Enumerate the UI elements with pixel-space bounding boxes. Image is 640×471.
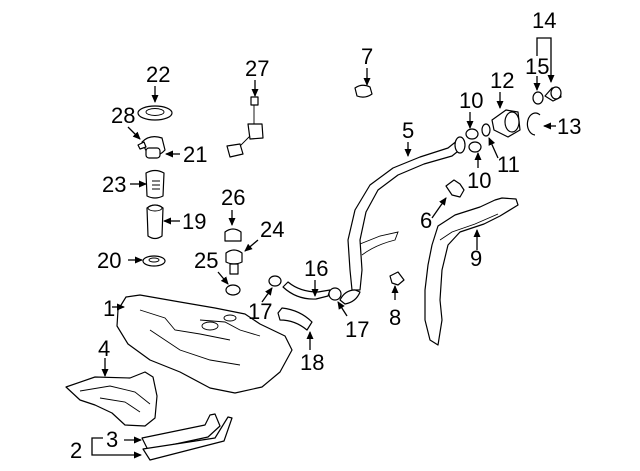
o-ring-part <box>481 123 491 137</box>
callout-7: 7 <box>361 44 373 69</box>
clip-part <box>354 84 373 98</box>
hose-clamp-lower-part <box>468 141 482 153</box>
hose-clamp-left-part <box>268 275 282 287</box>
fuel-tank-part <box>116 294 293 394</box>
callout-17-right: 17 <box>345 317 369 342</box>
callout-5: 5 <box>402 118 414 143</box>
callout-23: 23 <box>102 172 126 197</box>
callout-17-left: 17 <box>248 299 272 324</box>
callout-26: 26 <box>221 185 245 210</box>
callout-1: 1 <box>103 296 115 321</box>
fuel-level-sender-part <box>226 96 264 158</box>
callout-25: 25 <box>194 248 218 273</box>
clamp-part <box>389 271 405 286</box>
gasket-part <box>532 91 544 105</box>
callout-13: 13 <box>557 114 581 139</box>
callout-19: 19 <box>182 209 206 234</box>
callout-2: 2 <box>70 438 82 463</box>
heat-shield-part <box>65 371 158 427</box>
callout-14: 14 <box>532 8 556 33</box>
tank-strap-part <box>141 413 233 461</box>
callout-6: 6 <box>420 208 432 233</box>
callout-10-lower: 10 <box>467 168 491 193</box>
callout-28: 28 <box>111 103 135 128</box>
regulator-seal-part <box>225 284 241 296</box>
leader-lines <box>91 37 556 459</box>
gasket-ring-part <box>142 255 166 267</box>
callout-20: 20 <box>97 248 121 273</box>
fuel-pump-part <box>146 204 164 240</box>
filler-neck-part <box>491 109 521 138</box>
pump-bracket-part <box>137 136 166 159</box>
hose-clamp-right-part <box>328 287 342 301</box>
callout-11: 11 <box>497 152 520 177</box>
vent-hose-part <box>282 281 331 300</box>
callout-22: 22 <box>146 62 170 87</box>
hose-clamp-upper-part <box>465 128 479 140</box>
callout-12: 12 <box>490 68 514 93</box>
callout-21: 21 <box>183 142 207 167</box>
filler-pipe-shield-part <box>424 197 519 346</box>
fuel-cap-part <box>544 86 562 102</box>
callout-24: 24 <box>260 217 284 242</box>
callout-8: 8 <box>389 305 401 330</box>
pipe-bracket-part <box>445 179 465 198</box>
callout-10-upper: 10 <box>459 88 483 113</box>
callout-4: 4 <box>98 336 110 361</box>
callout-27: 27 <box>245 56 269 81</box>
callout-9: 9 <box>470 246 482 271</box>
callout-3: 3 <box>106 427 118 452</box>
retainer-plate-part <box>137 105 173 121</box>
callout-16: 16 <box>304 256 328 281</box>
filler-hose-part <box>277 307 313 331</box>
filler-pipe-part <box>339 136 466 305</box>
seal-ring-part <box>526 112 541 136</box>
pressure-regulator-part <box>225 249 243 275</box>
regulator-cap-part <box>224 228 242 242</box>
callout-15: 15 <box>525 54 549 79</box>
callout-18: 18 <box>300 350 324 375</box>
fuel-filter-part <box>145 169 165 199</box>
